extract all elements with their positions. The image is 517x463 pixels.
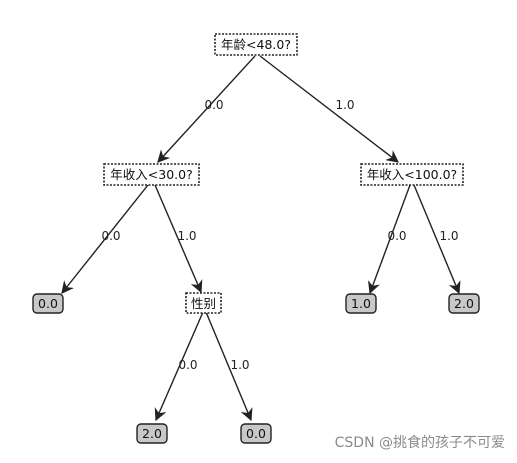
- edge-label-root-left: 0.0: [204, 98, 223, 112]
- decision-node-label: 性别: [191, 296, 216, 311]
- decision-node-label: 年收入<100.0?: [367, 167, 457, 182]
- decision-node-label: 年收入<30.0?: [110, 167, 192, 182]
- edge-income-left-to-gender: [154, 184, 203, 294]
- decision-node-box: [103, 163, 200, 186]
- leaf-node-box: [240, 423, 272, 444]
- edge-income-right-to-leaf-rr: [413, 184, 461, 295]
- edge-root-to-income-left: [157, 55, 256, 163]
- decision-node-label: 年龄<48.0?: [221, 37, 291, 52]
- leaf-node-label: 2.0: [142, 426, 162, 441]
- leaf-node-label: 0.0: [246, 426, 266, 441]
- edge-gender-to-leaf-gr: [205, 311, 253, 422]
- leaf-node-ll: 0.0: [32, 293, 64, 314]
- decision-node-income-left: 年收入<30.0?: [103, 163, 200, 186]
- watermark: CSDN @挑食的孩子不可爱: [335, 434, 505, 451]
- leaf-node-rr: 2.0: [448, 293, 480, 314]
- edge-gender-to-leaf-gl: [154, 311, 204, 422]
- edge-label-income-right-right: 1.0: [439, 229, 458, 243]
- leaf-node-label: 2.0: [454, 296, 474, 311]
- leaf-node-label: 0.0: [38, 296, 58, 311]
- leaf-node-gl: 2.0: [136, 423, 168, 444]
- leaf-node-box: [448, 293, 480, 314]
- edge-label-root-right: 1.0: [335, 98, 354, 112]
- leaf-node-gr: 0.0: [240, 423, 272, 444]
- edge-label-income-left-right: 1.0: [177, 229, 196, 243]
- edge-label-income-right-left: 0.0: [387, 229, 406, 243]
- decision-node-root: 年龄<48.0?: [214, 33, 298, 56]
- decision-node-box: [214, 33, 298, 56]
- decision-node-income-right: 年收入<100.0?: [360, 163, 464, 186]
- edge-income-left-to-leaf-ll: [61, 184, 149, 294]
- edge-label-income-left-left: 0.0: [101, 229, 120, 243]
- edge-label-gender-right: 1.0: [230, 358, 249, 372]
- edge-label-gender-left: 0.0: [178, 358, 197, 372]
- leaf-node-box: [32, 293, 64, 314]
- leaf-node-rl: 1.0: [345, 293, 377, 314]
- decision-node-box: [360, 163, 464, 186]
- edge-labels: 0.0 1.0 0.0 1.0 0.0 1.0 0.0 1.0: [101, 98, 458, 372]
- decision-node-box: [185, 292, 222, 314]
- edges: [61, 55, 461, 422]
- edge-root-to-income-right: [259, 55, 399, 163]
- leaf-node-box: [345, 293, 377, 314]
- leaf-node-label: 1.0: [351, 296, 371, 311]
- decision-node-gender: 性别: [185, 292, 222, 314]
- edge-income-right-to-leaf-rl: [368, 184, 411, 295]
- leaf-node-box: [136, 423, 168, 444]
